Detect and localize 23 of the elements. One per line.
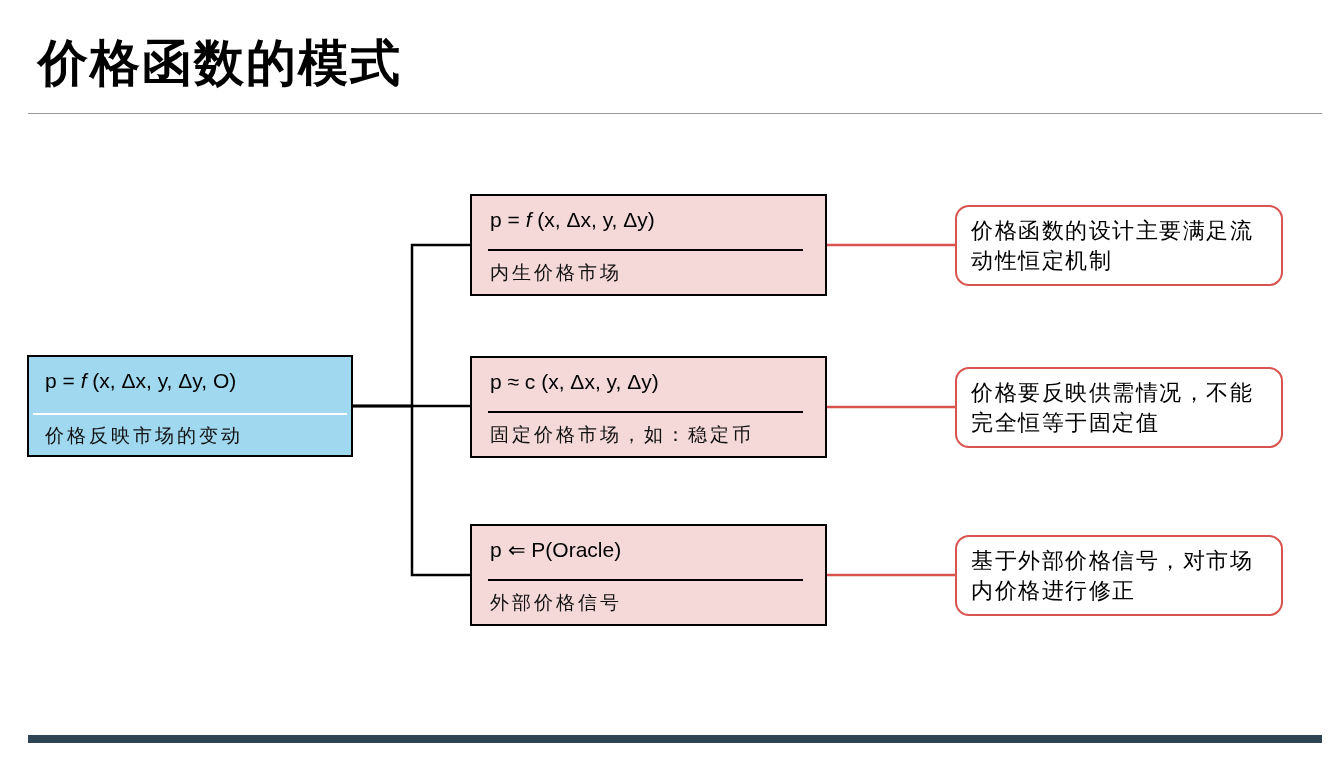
formula-box — [470, 356, 827, 458]
note-box — [955, 535, 1283, 616]
note-text: 基于外部价格信号，对市场内价格进行修正 — [971, 547, 1254, 605]
note-text: 价格要反映供需情况，不能完全恒等于固定值 — [971, 379, 1254, 437]
formula-box — [470, 524, 827, 626]
connector-line — [827, 573, 955, 577]
connector-line — [353, 404, 470, 577]
description-text: 价格反映市场的变动 — [45, 424, 243, 448]
note-box — [955, 205, 1283, 286]
formula-text: p ≈ c (x, Δx, y, Δy) — [490, 369, 659, 395]
description-text: 固定价格市场，如：稳定币 — [490, 423, 754, 447]
note-text: 价格函数的设计主要满足流动性恒定机制 — [971, 217, 1254, 275]
formula-text: p ⇐ P(Oracle) — [490, 537, 622, 563]
slide-title: 价格函数的模式 — [38, 34, 402, 93]
connector-line — [827, 243, 955, 247]
connector-line — [827, 405, 955, 409]
formula-box — [27, 355, 353, 457]
formula-box — [470, 194, 827, 296]
note-box — [955, 367, 1283, 448]
description-text: 内生价格市场 — [490, 261, 622, 285]
description-text: 外部价格信号 — [490, 591, 622, 615]
formula-text: p = f (x, Δx, y, Δy) — [490, 207, 655, 233]
formula-text: p = f (x, Δx, y, Δy, O) — [45, 368, 237, 394]
